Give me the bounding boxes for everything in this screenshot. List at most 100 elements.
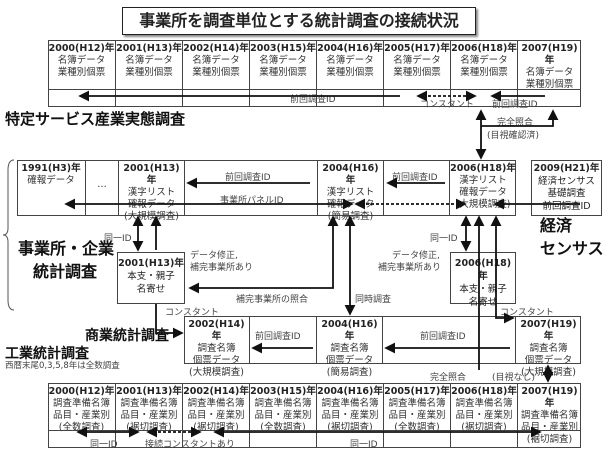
cell-line: 名簿データ [192,55,240,66]
constant-label: コンスタント [165,308,219,318]
cell-line: 名簿データ [259,55,307,66]
table-cell: 2002(H14)年調査名簿個票データ(大規模調査) [184,317,249,378]
cell-line: 品目・産業別 [520,422,578,433]
diagram-title: 事業所を調査単位とする統計調査の接続状況 [122,7,476,35]
data-fix-label: データ修正, [392,251,440,261]
table-cell: 2006(H18)年名簿データ業種別個票 [450,41,517,106]
year: 2006(H18)年 [454,258,512,282]
cell-year: 2001(H13)年 [116,386,182,397]
cell-line: 業種別個票 [259,67,307,78]
year: 2001(H13)年 [118,258,184,269]
table-cell: 2001(H13)年名簿データ業種別個票 [115,41,182,106]
table-cell: … [85,161,118,215]
cell-year: 2001(H13)年 [116,43,182,54]
cell-year: 2003(H15)年 [250,43,316,54]
data-fix-label: 補完事業所あり [378,263,442,273]
commerce-survey-label: 商業統計調査 [85,328,169,344]
cell-line: 漢字リスト [459,175,507,186]
supplement-arrow [188,215,339,294]
cell-line: 個票データ [325,355,374,366]
brace-icon [2,159,15,311]
cell-year: 1991(H3)年 [21,163,81,174]
cell-year: … [97,179,107,190]
constant-arrow [490,215,515,324]
cell-line: 漢字リスト [326,187,375,198]
service-survey-label: 特定サービス産業実態調査 [5,110,186,128]
cell-line: 名寄せ [136,284,166,295]
table-cell: 2000(H12)年名簿データ業種別個票 [48,41,115,106]
table-cell: 2002(H14)年名簿データ業種別個票 [182,41,249,106]
cell-line: 調査準備名簿 [187,398,245,409]
cell-year: 2004(H16)年 [321,319,378,342]
cell-line: 調査準備名簿 [254,398,312,409]
table-cell [383,161,449,215]
cell-line: 業種別個票 [192,67,240,78]
prev-id-label: 前回調査ID [225,173,271,183]
prev-id-label: 前回調査ID [392,173,438,183]
cell-year: 2004(H16)年 [317,43,383,54]
table-cell: 1991(H3)年確報データ [17,161,85,215]
simultaneous-label: 同時調査 [355,295,392,305]
supplement-match-label: 補完事業所の照合 [236,295,309,305]
same-id-label: 同一ID [90,440,118,450]
cell-year: 2005(H17)年 [384,386,450,397]
cell-line: 調査準備名簿 [455,398,513,409]
cell-line: 確報データ [27,175,75,186]
cell-line: 調査名簿 [529,343,568,354]
cell-line: 確報データ [459,187,507,198]
cell-line: (裾切調査) [526,434,573,445]
cell-line: 品目・産業別 [455,410,513,421]
table-cell [382,317,515,363]
cell-year: 2006(H18)年 [451,43,517,54]
cell-line: 名簿データ [460,55,508,66]
cell-line: 漢字リスト [127,187,176,198]
cell-year: 2002(H14)年 [183,386,249,397]
cell-line: 名簿データ [525,67,574,78]
table-cell: 2007(H19)年調査準備名簿品目・産業別(裾切調査) [517,384,581,447]
cell-line: 業種別個票 [393,67,441,78]
cell-line: 業種別個票 [326,67,374,78]
prev-id-label: 前回調査ID [290,95,336,105]
cell-line: 業種別個票 [57,67,106,78]
table-cell: 2007(H19)年名簿データ業種別個票 [517,41,581,106]
nayose-2001-box: 2001(H13)年 本支・親子 名寄せ [117,252,185,304]
establishment-survey-label: 事業所・企業 [18,239,115,258]
cell-line: (大規模調査) [455,199,511,210]
cell-line: 業種別個票 [460,67,508,78]
cell-year: 2001(H13)年 [123,163,180,186]
industry-survey-label: 工業統計調査 [5,346,89,362]
prev-id-label: 前回調査ID [492,100,538,110]
cell-line: 本支・親子 [127,271,175,282]
cell-line: 調査準備名簿 [520,410,578,421]
no-visual-label: (目視なし) [492,373,536,383]
economic-census-label: センサス [540,239,604,258]
full-match-arrow [481,109,559,127]
prev-id-label: 前回調査ID [255,332,301,342]
same-id-label: 同一ID [430,234,458,244]
economic-census-label: 経済 [540,216,573,235]
cell-year: 2002(H14)年 [183,43,249,54]
census-2009-box: 2009(H21)年 経済センサス 基礎調査 前回調査ID [531,160,602,216]
visual-checked-label: (目視確認済) [487,131,540,141]
cell-year: 2007(H19)年 [521,386,578,409]
row-divider [49,89,580,90]
cell-line: 名簿データ [57,55,106,66]
constant-label: コンスタント [500,308,554,318]
cell-line: 品目・産業別 [187,410,245,421]
full-match-label: 完全照合 [430,373,467,383]
table-cell: 2006(H18)年漢字リスト確報データ(大規模調査) [449,161,516,215]
constant-label: 接続コンスタントあり [145,440,235,450]
cell-year: 2007(H19)年 [521,43,578,66]
cell-line: (簡易調査) [326,367,373,378]
cell-year: 2003(H15)年 [250,386,316,397]
cell-line: 業種別個票 [125,67,173,78]
cell-line: 個票データ [524,355,573,366]
cell-line: 品目・産業別 [321,410,379,421]
cell-line: 調査名簿 [197,343,236,354]
cell-year: 2007(H19)年 [520,319,577,342]
table-cell: 2005(H17)年名簿データ業種別個票 [383,41,450,106]
cell-line: 調査名簿 [330,343,369,354]
cell-year: 2006(H18)年 [450,163,516,174]
